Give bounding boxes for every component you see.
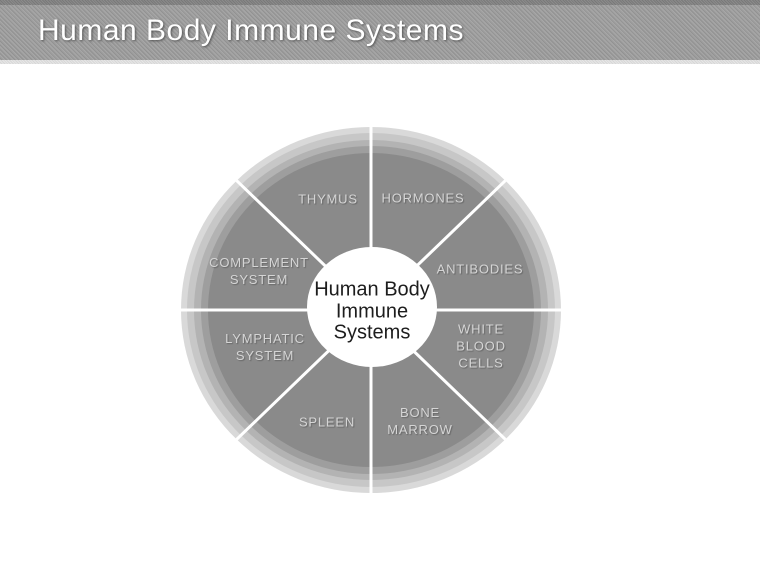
wheel-center-title: Human Body Immune Systems bbox=[314, 278, 430, 344]
segment-label-spleen: SPLEEN bbox=[298, 414, 356, 430]
title-bar-top-strip bbox=[0, 0, 760, 5]
segment-label-antibodies: ANTIBODIES bbox=[436, 261, 524, 277]
segment-label-lymphatic-system: LYMPHATIC SYSTEM bbox=[225, 331, 305, 363]
segment-label-hormones: HORMONES bbox=[381, 190, 465, 206]
slide-title-bar: Human Body Immune Systems bbox=[0, 0, 760, 60]
segment-label-white-blood-cells: WHITE BLOOD CELLS bbox=[456, 321, 506, 371]
slide-title: Human Body Immune Systems bbox=[38, 14, 464, 47]
segment-label-thymus: THYMUS bbox=[298, 191, 358, 207]
segment-label-bone-marrow: BONE MARROW bbox=[387, 405, 453, 437]
title-bar-bottom-strip bbox=[0, 60, 760, 64]
wheel-center-circle bbox=[307, 247, 437, 367]
segment-label-complement-system: COMPLEMENT SYSTEM bbox=[209, 255, 309, 287]
